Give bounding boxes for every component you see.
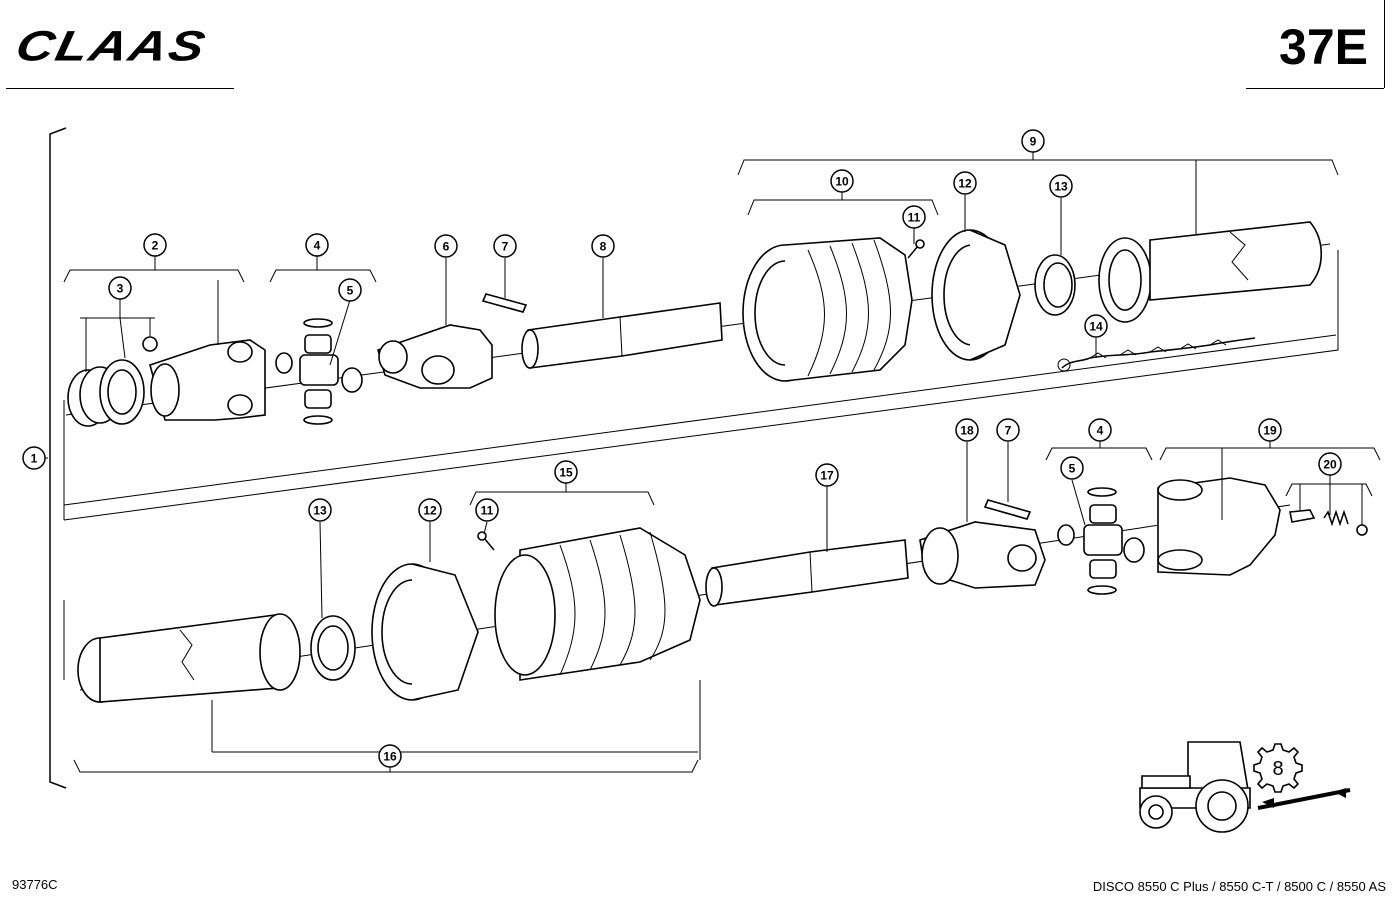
part-7-pin	[481, 293, 528, 313]
callout-label: 11	[481, 504, 494, 518]
callout-9: 9	[1021, 129, 1045, 153]
callout-6: 6	[434, 234, 458, 258]
page-number: 37E	[1279, 19, 1368, 75]
callout-label: 13	[1054, 180, 1068, 194]
callout-7: 7	[996, 418, 1020, 442]
part-9-guard-tube	[1098, 221, 1322, 323]
callout-label: 15	[559, 466, 573, 480]
callout-20: 20	[1318, 452, 1342, 476]
callout-label: 16	[383, 750, 397, 764]
bracket-item-1	[49, 127, 67, 789]
part-13-bearing-ring	[1034, 254, 1076, 316]
part-12-cone-lower	[371, 563, 479, 701]
callout-12: 12	[953, 171, 977, 195]
part-8-splined-shaft	[521, 302, 723, 369]
callout-label: 18	[960, 424, 974, 438]
callout-label: 4	[314, 239, 321, 253]
part-12-cone	[931, 229, 1021, 361]
callout-7: 7	[493, 234, 517, 258]
callout-label: 19	[1263, 424, 1277, 438]
callout-label: 1	[31, 452, 38, 466]
group-brackets	[63, 150, 1381, 773]
callout-label: 12	[958, 177, 972, 191]
callout-16: 16	[378, 744, 402, 768]
header-rule-right	[1246, 88, 1384, 89]
callout-label: 9	[1030, 135, 1037, 149]
leader-lines	[85, 195, 1363, 619]
callout-2: 2	[143, 233, 167, 257]
callout-17: 17	[815, 463, 839, 487]
part-11-screw-lower	[477, 531, 495, 551]
part-14-chain	[1057, 337, 1256, 372]
callout-11: 11	[902, 205, 926, 229]
callout-label: 8	[600, 240, 607, 254]
part-11-screw	[907, 239, 925, 259]
callout-5: 5	[1060, 456, 1084, 480]
callout-19: 19	[1258, 418, 1282, 442]
tractor-badge-label: 8	[1272, 758, 1283, 780]
header-rule-vertical	[1384, 0, 1385, 88]
part-3-bearing-rings	[67, 336, 158, 427]
callout-label: 20	[1323, 458, 1337, 472]
upper-row-frame	[63, 250, 1339, 521]
header-rule-left	[6, 88, 234, 89]
callout-label: 11	[908, 211, 921, 225]
gear-icon: 8	[1253, 743, 1303, 793]
part-4-cross-lower	[1057, 487, 1145, 595]
part-10-bellows-guard	[742, 237, 913, 382]
document-number: 93776C	[12, 877, 58, 892]
part-16-guard-tube	[77, 613, 301, 703]
part-15-bellows-guard	[494, 527, 701, 681]
callout-label: 4	[1097, 424, 1104, 438]
callout-label: 7	[1005, 424, 1012, 438]
callout-label: 14	[1089, 320, 1103, 334]
lower-row-frame	[63, 334, 1337, 760]
callout-label: 7	[502, 240, 509, 254]
callout-label: 13	[313, 504, 327, 518]
part-18-yoke	[919, 521, 1046, 589]
part-6-yoke	[377, 324, 493, 389]
callout-11: 11	[475, 498, 499, 522]
callout-18: 18	[955, 418, 979, 442]
part-17-splined-shaft	[705, 539, 909, 607]
callout-label: 12	[423, 504, 437, 518]
callout-10: 10	[830, 169, 854, 193]
callout-label: 5	[1069, 462, 1076, 476]
callout-13: 13	[1049, 174, 1073, 198]
tractor-icon	[1139, 741, 1351, 833]
callout-label: 6	[443, 240, 450, 254]
part-4-cross	[275, 318, 363, 425]
callout-13: 13	[308, 498, 332, 522]
callout-label: 2	[152, 239, 159, 253]
model-list: DISCO 8550 C Plus / 8550 C-T / 8500 C / …	[1092, 879, 1386, 894]
part-13-bearing-ring-lower	[310, 615, 356, 681]
callout-12: 12	[418, 498, 442, 522]
callout-3: 3	[108, 276, 132, 300]
callout-14: 14	[1084, 314, 1108, 338]
callout-4: 4	[1088, 418, 1112, 442]
callout-label: 17	[820, 469, 834, 483]
callout-4: 4	[305, 233, 329, 257]
part-7-pin-lower	[983, 499, 1032, 520]
callout-8: 8	[591, 234, 615, 258]
callout-label: 3	[117, 282, 124, 296]
callout-1: 1	[22, 446, 46, 470]
part-19-yoke	[1157, 477, 1281, 576]
part-20-detent-set	[1289, 509, 1368, 536]
part-2-yoke	[149, 339, 266, 421]
callout-15: 15	[554, 460, 578, 484]
callout-label: 5	[347, 284, 354, 298]
callout-label: 10	[835, 175, 849, 189]
callout-5: 5	[338, 278, 362, 302]
